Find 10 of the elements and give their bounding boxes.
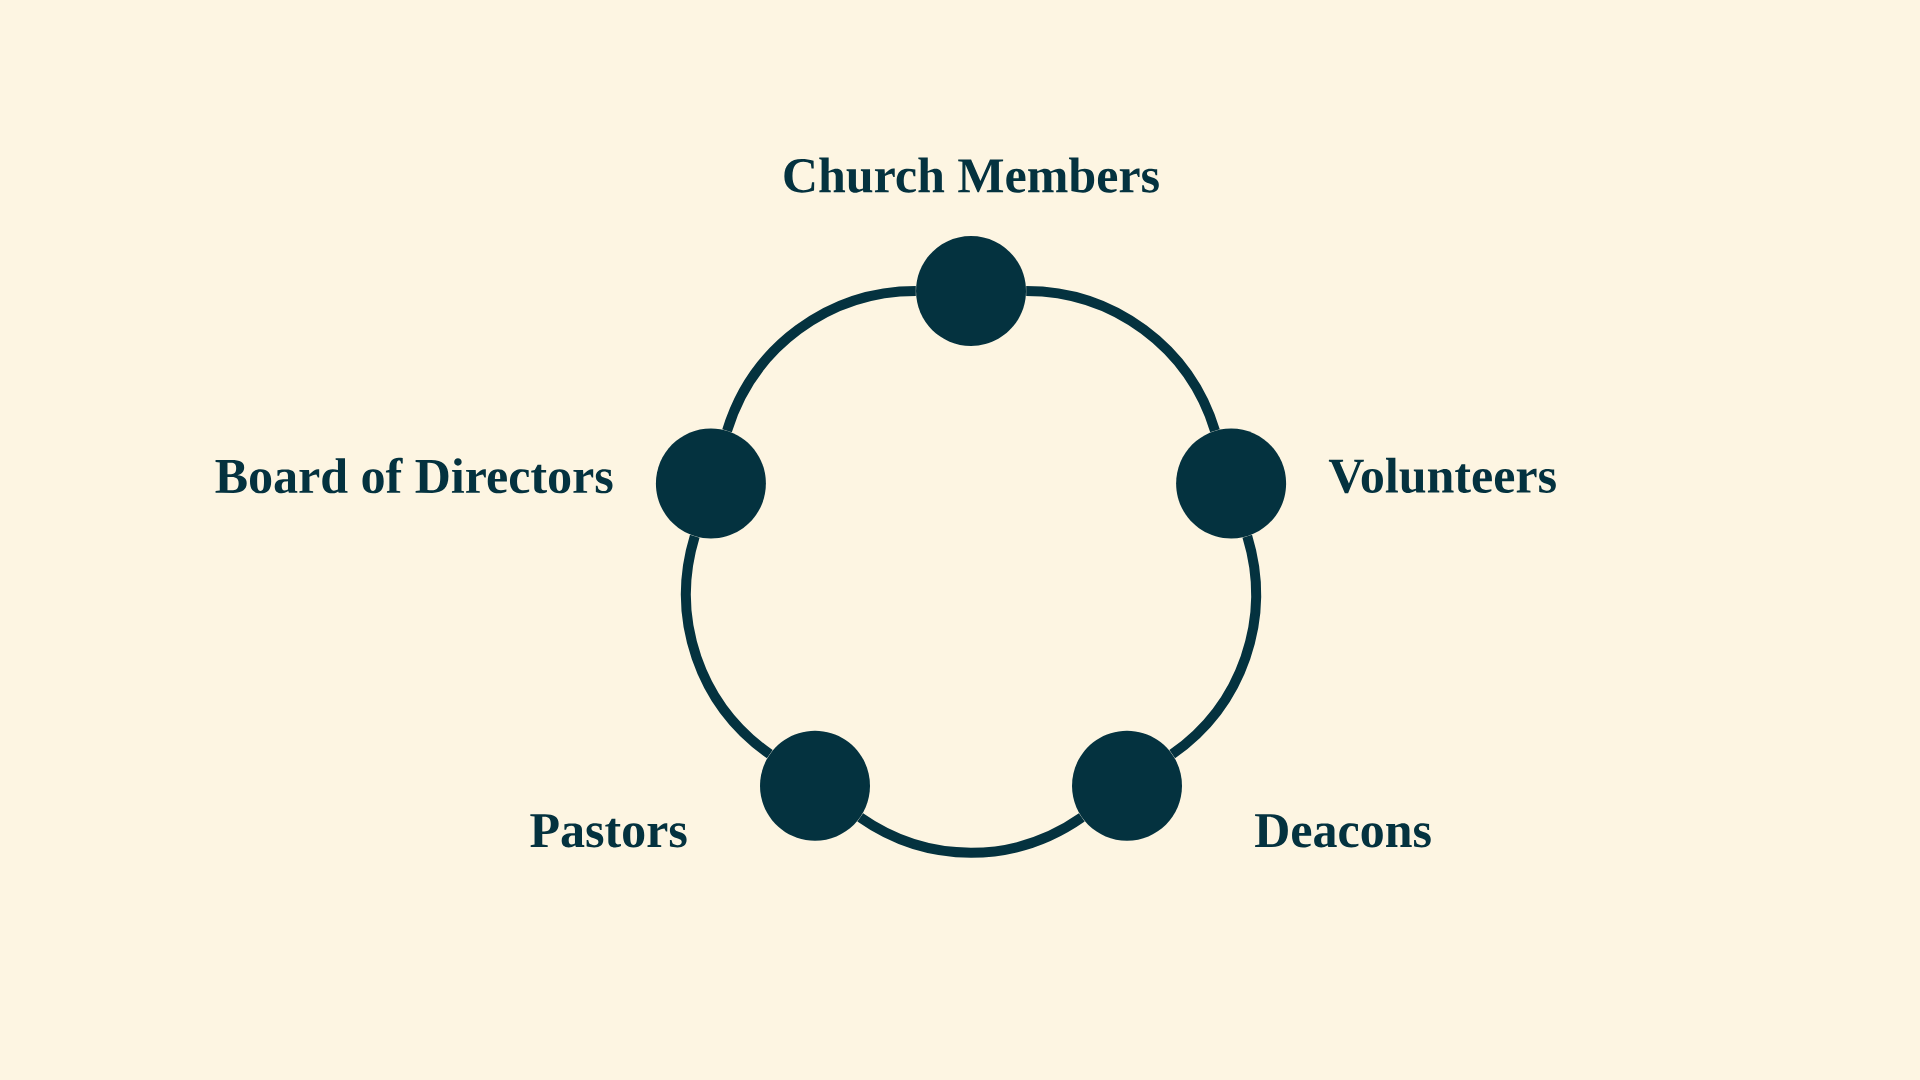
node-label: Deacons — [1255, 814, 1431, 848]
ring-arc — [1169, 535, 1261, 759]
ring-arc — [857, 813, 1085, 858]
node-label: Pastors — [530, 814, 687, 848]
node-label: Volunteers — [1328, 457, 1556, 494]
node-label: Board of Directors — [215, 457, 613, 494]
ring-arc — [1025, 286, 1220, 433]
ring-arc — [722, 286, 917, 433]
ring-arc — [681, 535, 773, 759]
node-label: Church Members — [784, 157, 1159, 193]
